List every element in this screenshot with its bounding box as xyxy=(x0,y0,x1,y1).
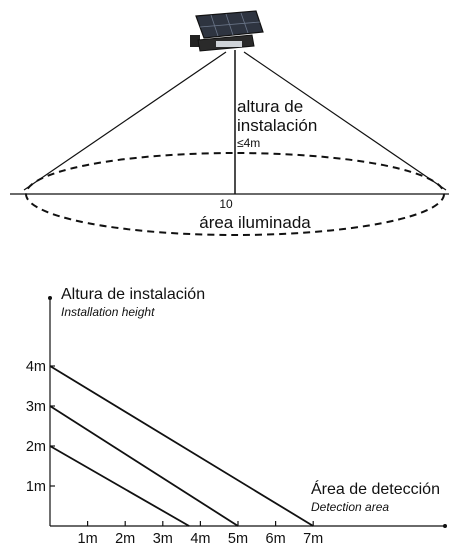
x-axis-title: Área de detección xyxy=(311,479,440,498)
y-tick-labels: 1m 2m 3m 4m xyxy=(26,359,55,495)
x-tick-label-2m: 2m xyxy=(115,531,135,546)
detection-line-3 xyxy=(49,445,190,527)
y-tick-label-2m: 2m xyxy=(26,439,46,455)
x-tick-label-1m: 1m xyxy=(78,531,98,546)
x-tick-label-7m: 7m xyxy=(303,531,323,546)
cone-right-line xyxy=(243,51,447,191)
illumination-diagram: altura de instalación ≤4m 10 área ilumin… xyxy=(10,10,449,236)
detection-chart: Altura de instalación Installation heigh… xyxy=(26,286,447,546)
detection-line-2 xyxy=(49,405,239,527)
y-axis-end-dot xyxy=(48,296,52,300)
y-tick-label-3m: 3m xyxy=(26,399,46,415)
illuminated-area-label: área iluminada xyxy=(199,213,311,232)
x-axis-end-dot xyxy=(443,524,447,528)
y-tick-label-1m: 1m xyxy=(26,479,46,495)
x-tick-label-5m: 5m xyxy=(228,531,248,546)
x-tick-label-3m: 3m xyxy=(153,531,173,546)
y-axis-subtitle: Installation height xyxy=(61,305,155,319)
y-axis-title: Altura de instalación xyxy=(61,286,205,303)
x-tick-labels: 1m 2m 3m 4m 5m 6m 7m xyxy=(78,521,323,546)
height-label-line2: instalación xyxy=(237,116,317,135)
detection-lines xyxy=(49,365,314,527)
x-axis-subtitle: Detection area xyxy=(311,500,389,514)
solar-lamp-icon xyxy=(190,10,264,52)
y-tick-label-4m: 4m xyxy=(26,359,46,375)
detection-line-1 xyxy=(49,365,314,527)
width-value: 10 xyxy=(219,197,233,211)
height-label-line1: altura de xyxy=(237,97,303,116)
x-tick-label-6m: 6m xyxy=(266,531,286,546)
cone-left-line xyxy=(23,51,227,191)
illuminated-area-ellipse xyxy=(25,152,445,236)
x-tick-label-4m: 4m xyxy=(190,531,210,546)
height-value: ≤4m xyxy=(237,136,260,150)
